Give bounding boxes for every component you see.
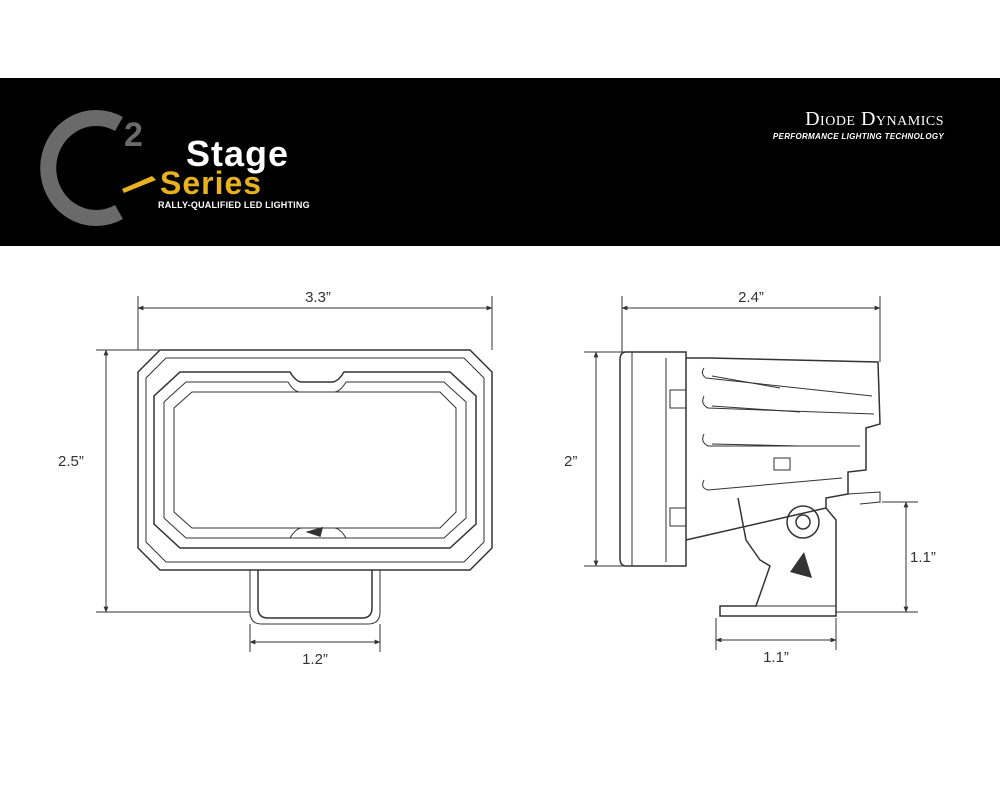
front-housing-outline bbox=[137, 349, 493, 571]
front-width-label: 3.3” bbox=[305, 289, 331, 306]
front-mount-label: 1.2” bbox=[302, 651, 328, 668]
brand-name: Diode Dynamics bbox=[805, 108, 944, 130]
side-mount-width-label: 1.1” bbox=[763, 649, 789, 666]
side-depth-dimension bbox=[621, 296, 881, 362]
side-mount-bracket bbox=[719, 497, 837, 617]
c2-logo-icon: 2 bbox=[40, 110, 156, 226]
side-heatsink-fins bbox=[685, 357, 881, 541]
side-view bbox=[619, 351, 881, 617]
front-lens-bezel bbox=[153, 371, 477, 549]
front-view bbox=[137, 349, 493, 625]
side-height-label: 2” bbox=[564, 453, 577, 470]
front-height-dimension bbox=[96, 349, 250, 613]
side-mount-height-dimension bbox=[836, 501, 918, 613]
front-mount-bracket bbox=[257, 570, 373, 619]
logo-superscript: 2 bbox=[124, 116, 143, 154]
header-banner: 2 Stage Series RALLY-QUALIFIED LED LIGHT… bbox=[0, 78, 1000, 246]
logo-tagline: RALLY-QUALIFIED LED LIGHTING bbox=[158, 200, 310, 210]
brand-subtitle: PERFORMANCE LIGHTING TECHNOLOGY bbox=[772, 132, 944, 141]
brand-logo: Diode Dynamics PERFORMANCE LIGHTING TECH… bbox=[773, 108, 944, 141]
side-depth-label: 2.4” bbox=[738, 289, 764, 306]
logo-series-text: Series bbox=[160, 165, 263, 201]
side-mount-height-label: 1.1” bbox=[910, 549, 936, 566]
logo-stage-text: Stage bbox=[186, 133, 290, 174]
front-mount-dimension bbox=[249, 624, 381, 652]
front-width-dimension bbox=[137, 296, 493, 350]
front-height-label: 2.5” bbox=[58, 453, 84, 470]
side-height-dimension bbox=[584, 351, 626, 567]
side-bezel bbox=[619, 351, 687, 567]
side-mount-width-dimension bbox=[715, 618, 837, 650]
